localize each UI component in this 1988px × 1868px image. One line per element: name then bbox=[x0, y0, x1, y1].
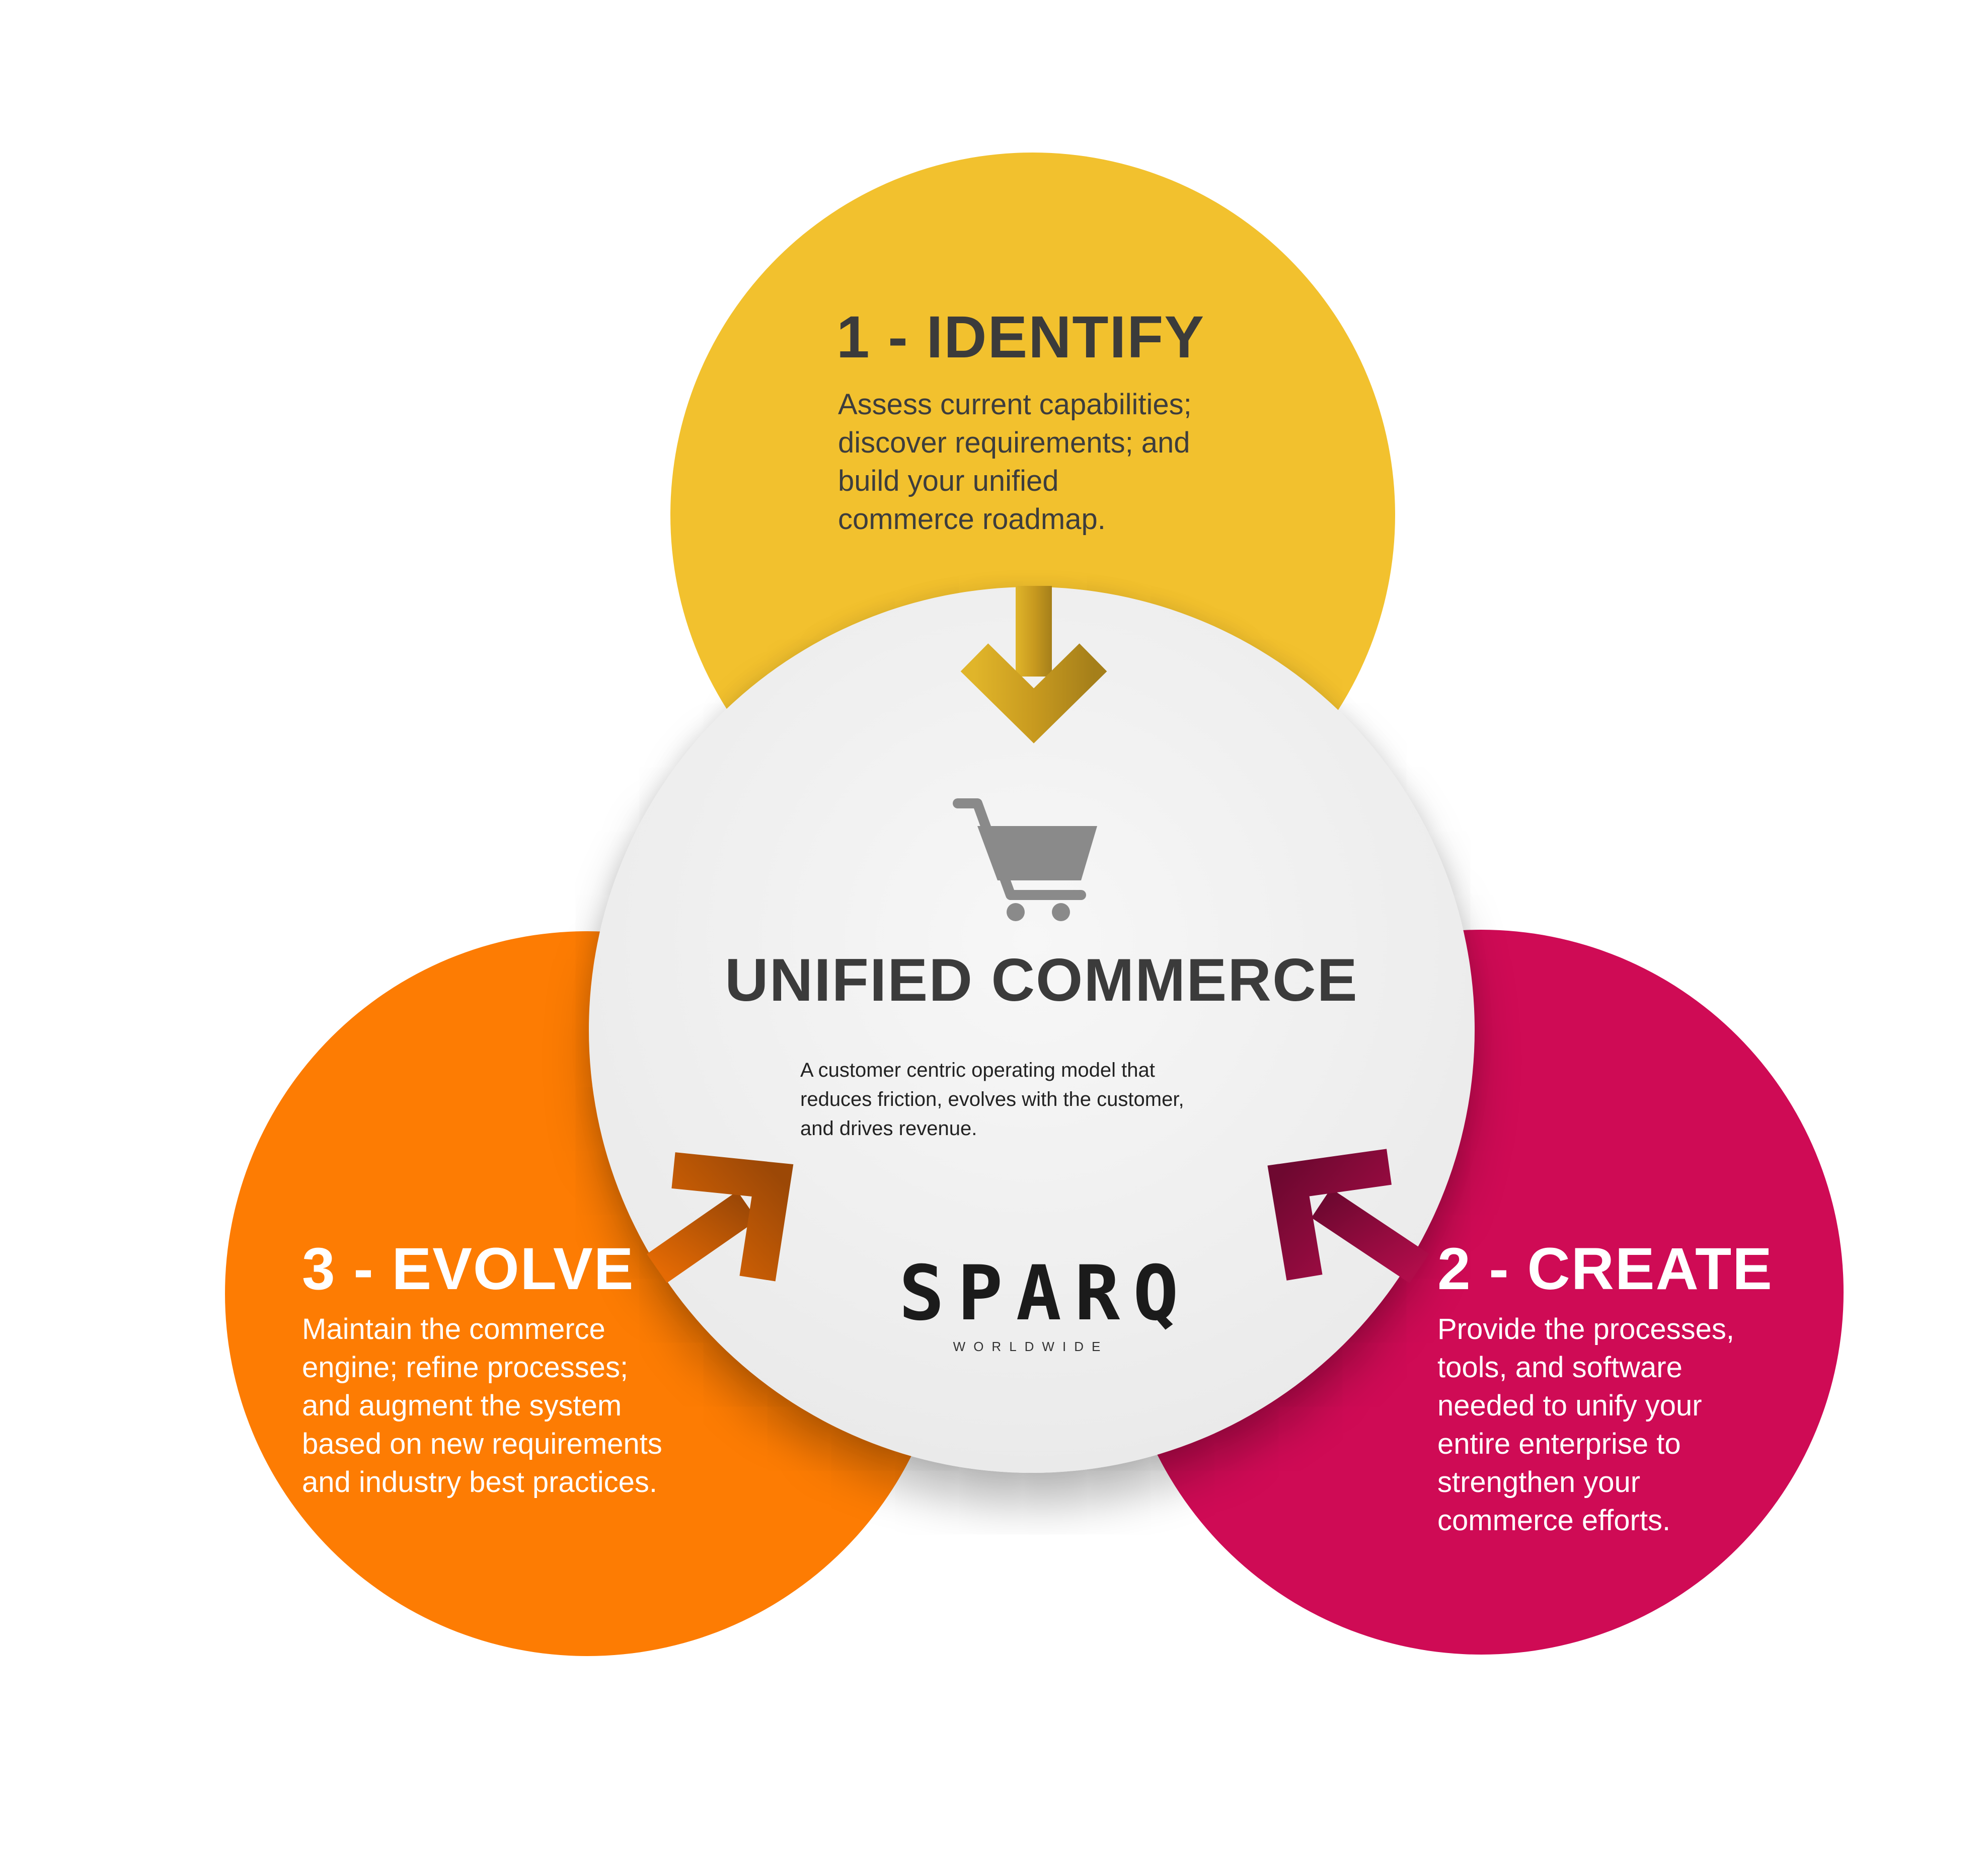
shopping-cart-icon bbox=[953, 798, 1097, 921]
create-line: Provide the processes, bbox=[1437, 1313, 1734, 1346]
evolve-description: Maintain the commerce engine; refine pro… bbox=[302, 1310, 662, 1502]
evolve-line: engine; refine processes; bbox=[302, 1351, 629, 1384]
brand-name: SPARQ bbox=[899, 1250, 1192, 1337]
center-description-line: reduces friction, evolves with the custo… bbox=[800, 1088, 1184, 1110]
identify-title: 1 - IDENTIFY bbox=[836, 304, 1205, 370]
create-line: needed to unify your bbox=[1437, 1389, 1702, 1422]
center-description: A customer centric operating model that … bbox=[800, 1056, 1184, 1143]
sparq-logo: SPARQ WORLDWIDE bbox=[886, 1250, 1192, 1355]
identify-line: commerce roadmap. bbox=[838, 503, 1106, 536]
create-line: strengthen your bbox=[1437, 1466, 1641, 1499]
create-description: Provide the processes, tools, and softwa… bbox=[1437, 1310, 1734, 1540]
center-description-line: A customer centric operating model that bbox=[800, 1059, 1155, 1081]
center-description-line: and drives revenue. bbox=[800, 1117, 977, 1140]
arrow-up-right-icon bbox=[647, 1152, 794, 1283]
identify-line: Assess current capabilities; bbox=[838, 388, 1192, 421]
evolve-line: and industry best practices. bbox=[302, 1466, 658, 1499]
identify-description: Assess current capabilities; discover re… bbox=[838, 386, 1192, 539]
center-title: UNIFIED COMMERCE bbox=[725, 946, 1358, 1014]
create-title: 2 - CREATE bbox=[1437, 1236, 1773, 1302]
identify-line: build your unified bbox=[838, 465, 1059, 497]
evolve-title: 3 - EVOLVE bbox=[302, 1236, 635, 1302]
evolve-line: Maintain the commerce bbox=[302, 1313, 605, 1346]
create-line: commerce efforts. bbox=[1437, 1504, 1671, 1537]
evolve-line: and augment the system bbox=[302, 1389, 622, 1422]
arrow-down-icon bbox=[960, 586, 1107, 743]
evolve-line: based on new requirements bbox=[302, 1428, 662, 1460]
brand-subtitle: WORLDWIDE bbox=[953, 1339, 1109, 1354]
create-line: tools, and software bbox=[1437, 1351, 1683, 1384]
create-line: entire enterprise to bbox=[1437, 1428, 1681, 1460]
arrow-up-left-icon bbox=[1267, 1149, 1429, 1284]
identify-line: discover requirements; and bbox=[838, 426, 1190, 459]
